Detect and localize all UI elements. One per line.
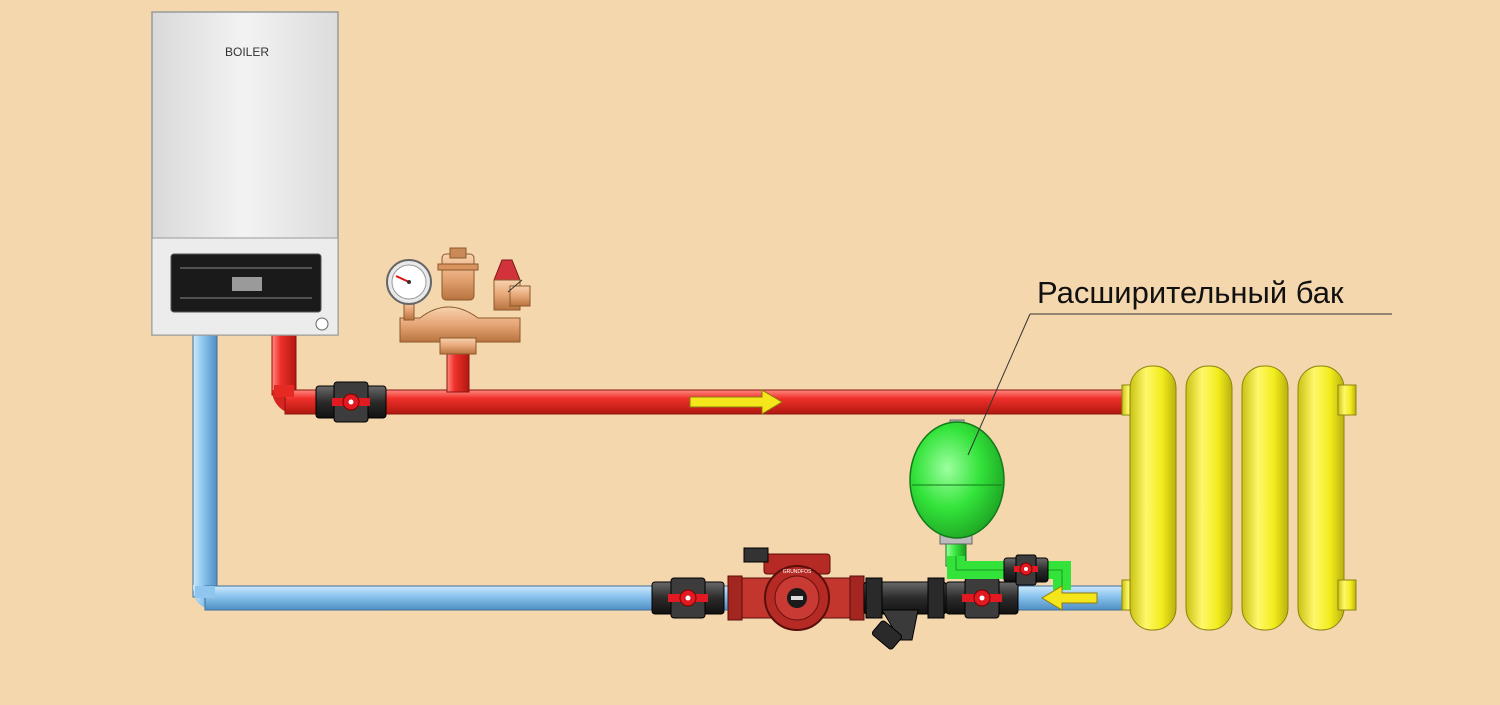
radiator [1121, 365, 1357, 631]
circulation-pump: GRUNDFOS [727, 547, 865, 631]
expansion-tank [909, 419, 1071, 590]
air-vent-icon [437, 247, 479, 301]
gauge-icon [386, 259, 432, 321]
flow-arrow-icon [1041, 585, 1098, 611]
flow-arrow-icon [689, 389, 783, 415]
boiler: BOILER [151, 11, 339, 336]
strainer-filter [863, 577, 947, 650]
boiler-gauge-icon [315, 317, 329, 331]
radiator-section [1297, 365, 1345, 631]
pump-brand: GRUNDFOS [783, 569, 812, 575]
ball-valve-icon[interactable] [315, 381, 387, 423]
boiler-label: BOILER [225, 45, 269, 59]
ball-valve-icon[interactable] [651, 577, 725, 619]
radiator-section [1185, 365, 1233, 631]
expansion-tank-label: Расширительный бак [1037, 275, 1344, 310]
boiler-display [232, 277, 262, 291]
radiator-section [1241, 365, 1289, 631]
safety-valve-icon [493, 259, 531, 311]
safety-group [386, 247, 531, 355]
ball-valve-icon[interactable] [1003, 554, 1049, 586]
radiator-section [1121, 365, 1177, 631]
ball-valve-icon[interactable] [945, 577, 1019, 619]
expansion-tank-callout: Расширительный бак [967, 275, 1392, 456]
